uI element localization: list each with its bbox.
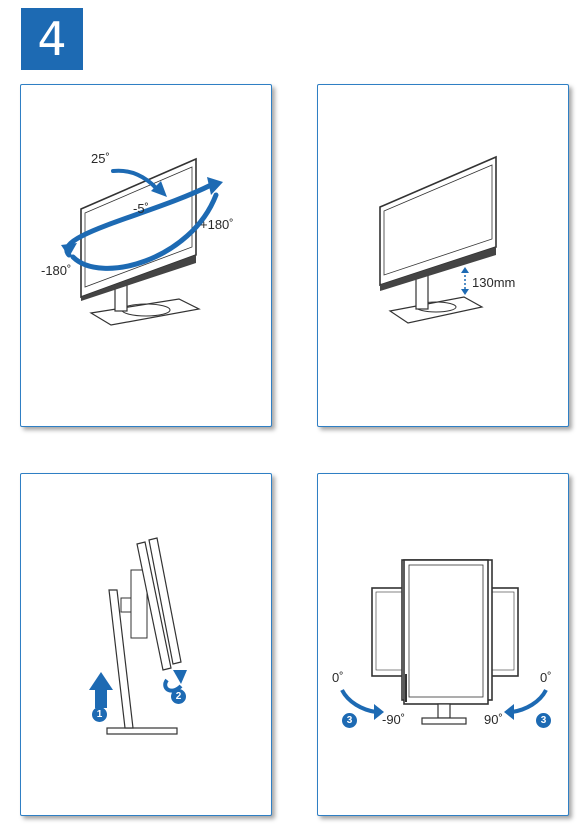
height-range-label: 130mm	[472, 275, 516, 290]
monitor-side-view-illustration	[89, 537, 187, 735]
right-end-angle-label: 90˚	[484, 712, 503, 727]
tilt-down-label: -5˚	[133, 201, 149, 216]
step-3-right-badge: 3	[536, 713, 551, 728]
monitor-pivot-illustration	[340, 559, 548, 725]
left-start-angle-label: 0˚	[332, 670, 344, 685]
left-end-angle-label: -90˚	[382, 712, 406, 727]
step-2-badge: 2	[171, 689, 186, 704]
monitor-height-illustration	[379, 155, 497, 324]
swivel-tilt-panel: 25˚ -5˚ +180˚ -180˚	[20, 84, 272, 427]
tilt-up-label: 25˚	[91, 151, 110, 166]
step-3-left-badge: 3	[342, 713, 357, 728]
pivot-sequence-panel: 1 2	[20, 473, 272, 816]
swivel-left-label: -180˚	[41, 263, 72, 278]
monitor-swivel-tilt-illustration	[61, 157, 223, 326]
height-adjust-panel: 130mm	[317, 84, 569, 427]
step-1-badge: 1	[92, 707, 107, 722]
pivot-rotation-panel: 0˚ -90˚ 0˚ 90˚ 3 3	[317, 473, 569, 816]
right-start-angle-label: 0˚	[540, 670, 552, 685]
step-number-badge: 4	[21, 8, 83, 70]
swivel-right-label: +180˚	[200, 217, 234, 232]
